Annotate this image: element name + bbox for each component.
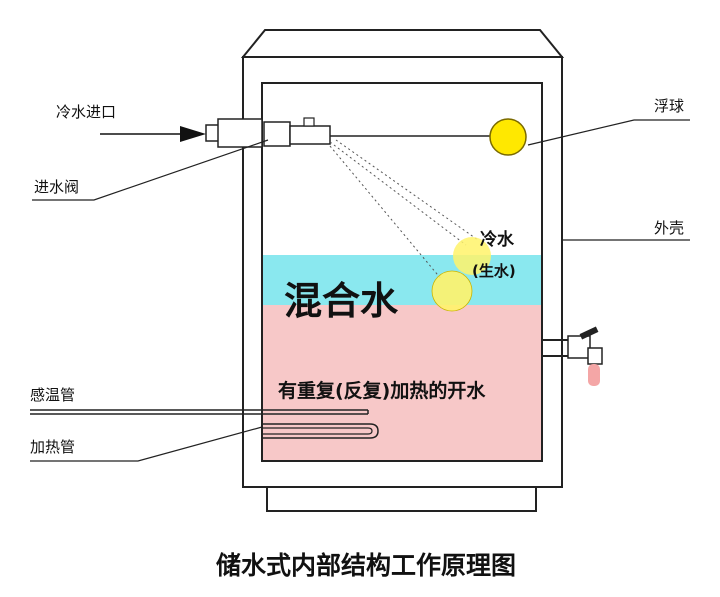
label-cold-water: 冷水 [480, 229, 515, 250]
arrow-right-icon [100, 126, 206, 142]
label-raw-water: (生水) [472, 262, 516, 280]
water-drip [588, 364, 600, 386]
label-cold-inlet: 冷水进口 [56, 103, 116, 121]
label-heating-tube: 加热管 [30, 438, 75, 456]
label-temp-tube: 感温管 [30, 386, 75, 404]
float-ball [489, 118, 527, 156]
inlet-valve [263, 121, 291, 147]
float-ball-low [431, 270, 473, 312]
label-mixed-water: 混合水 [284, 279, 399, 323]
faucet-icon [542, 326, 603, 386]
hot-water-layer [262, 305, 542, 461]
label-shell: 外壳 [654, 219, 684, 237]
label-inlet-valve: 进水阀 [34, 178, 79, 196]
float-ball-mid [453, 237, 491, 275]
tubes [30, 409, 379, 439]
inner-tank [261, 82, 543, 462]
heating-tube [262, 423, 379, 439]
label-reheated-water: 有重复(反复)加热的开水 [278, 379, 486, 402]
label-float-ball: 浮球 [654, 97, 684, 115]
inlet-assembly [205, 117, 527, 312]
cold-water-layer [262, 255, 542, 305]
leader-lines [30, 119, 690, 462]
diagram-caption: 储水式内部结构工作原理图 [216, 551, 516, 580]
